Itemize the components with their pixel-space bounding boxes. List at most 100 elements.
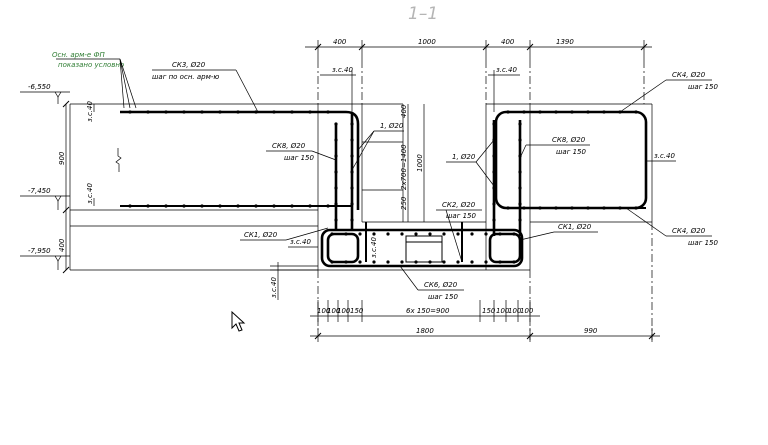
rebar-dot: [400, 260, 404, 264]
rebar-dot: [330, 260, 334, 264]
rebar-dot: [602, 206, 606, 210]
rebar-dot: [334, 170, 338, 174]
rebar-dot: [372, 260, 376, 264]
bottom-dim-9: 100: [520, 307, 534, 315]
sk4-bot-line1: СК4, Ø20: [672, 227, 706, 235]
rebar-dot: [330, 232, 334, 236]
rebar-dot: [272, 204, 276, 208]
rebar-dot: [400, 232, 404, 236]
note-line1: Осн. арм-е ФП: [52, 51, 105, 59]
bottom-dim-2: 100: [327, 307, 341, 315]
rebar-dot: [522, 206, 526, 210]
top-dim-2: 1000: [418, 38, 436, 46]
sk8-right-line1: СК8, Ø20: [552, 136, 586, 144]
rebar-dot: [518, 218, 522, 222]
top-dim-4: 1390: [556, 38, 574, 46]
rebar-dot: [290, 204, 294, 208]
rebar-dot: [254, 204, 258, 208]
rebar-dot: [492, 218, 496, 222]
concrete-outline: [69, 103, 653, 271]
rebar-dot: [350, 138, 354, 142]
rebar-dot: [428, 260, 432, 264]
zs40-top-right: з.с.40: [496, 66, 517, 74]
rebar-dot: [326, 204, 330, 208]
label-sk1-right: СК1, Ø20: [519, 223, 598, 241]
sk6-line2: шаг 150: [428, 293, 459, 301]
rebar-dot: [350, 154, 354, 158]
zs40-grillage-left: з.с.40: [370, 237, 378, 258]
rebar-dot: [498, 260, 502, 264]
sk1-left-text: СК1, Ø20: [244, 231, 278, 239]
zs40-left-mid: з.с.40: [86, 183, 94, 204]
rebar-dot: [484, 260, 488, 264]
rebar-dots: [128, 110, 638, 264]
rebar-dot: [554, 110, 558, 114]
left-dimensions: 900 400 з.с.40 з.с.40: [58, 101, 95, 274]
sk2-line2: шаг 150: [446, 212, 477, 220]
rebar-dot: [570, 206, 574, 210]
rebar-dot: [386, 260, 390, 264]
label-sk6: СК6, Ø20 шаг 150: [399, 265, 464, 301]
rebar-dot: [358, 232, 362, 236]
label-sk4-bottom: СК4, Ø20 шаг 150: [625, 207, 719, 247]
rebar-dot: [344, 260, 348, 264]
rebar-dot: [290, 110, 294, 114]
sk4-top-line2: шаг 150: [688, 83, 719, 91]
rebar-dot: [492, 202, 496, 206]
rebar-dot: [618, 206, 622, 210]
label-bar1-mid: 1, Ø20: [446, 139, 495, 187]
rebar-dot: [308, 204, 312, 208]
bottom-dim-8: 100: [508, 307, 522, 315]
rebar-dot: [344, 232, 348, 236]
rebar-dot: [456, 260, 460, 264]
zs40-top-left: з.с.40: [332, 66, 353, 74]
bottom-dimension-chain: 100 100 100 150 6x 150=900 150 100 100 1…: [310, 300, 660, 342]
sk8-left-line1: СК8, Ø20: [272, 142, 306, 150]
rebar-dot: [602, 110, 606, 114]
rebar-dot: [146, 204, 150, 208]
bottom-dim-6: 150: [482, 307, 496, 315]
rebar-dot: [414, 260, 418, 264]
rebar-dot: [236, 110, 240, 114]
label-bar1-top: 1, Ø20: [351, 122, 404, 171]
rebar-dot: [128, 110, 132, 114]
bar1-top-text: 1, Ø20: [380, 122, 404, 130]
rebar-dot: [182, 204, 186, 208]
inner-dim-1400: 2х700=1400: [400, 144, 408, 190]
rebar-dot: [492, 122, 496, 126]
rebar-dot: [586, 110, 590, 114]
rebar-dot: [512, 260, 516, 264]
sk8-left-line2: шаг 150: [284, 154, 315, 162]
label-sk2: СК2, Ø20 шаг 150: [436, 201, 482, 263]
rebar-dot: [334, 122, 338, 126]
rebar-dot: [254, 110, 258, 114]
rebar-dot: [506, 110, 510, 114]
zs40-left-top: з.с.40: [86, 101, 94, 122]
rebar-dot: [512, 232, 516, 236]
level-marks: -6,550 -7,450 -7,950: [20, 83, 70, 270]
sk3-line2: шаг по осн. арм-ю: [152, 73, 219, 81]
zs40-right: з.с.40: [654, 152, 675, 160]
rebar-dot: [518, 138, 522, 142]
rebar-dot: [634, 110, 638, 114]
rebar-dot: [334, 218, 338, 222]
sk4-bot-line2: шаг 150: [688, 239, 719, 247]
bar1-mid-text: 1, Ø20: [452, 153, 476, 161]
bottom-dim-7: 100: [496, 307, 510, 315]
rebar-dot: [518, 122, 522, 126]
level-mid: -7,450: [28, 187, 51, 195]
rebar-dot: [414, 232, 418, 236]
rebar-dot: [334, 154, 338, 158]
rebar-dot: [334, 202, 338, 206]
top-dimension-chain: 400 1000 400 1390: [305, 38, 652, 60]
rebar-dot: [538, 110, 542, 114]
sk2-line1: СК2, Ø20: [442, 201, 476, 209]
rebar-dot: [164, 110, 168, 114]
rebar-dot: [182, 110, 186, 114]
rebar-dot: [470, 232, 474, 236]
rebar-dot: [358, 260, 362, 264]
level-top: -6,550: [28, 83, 51, 91]
rebar-dot: [554, 206, 558, 210]
rebar-dot: [350, 122, 354, 126]
rebar-dot: [334, 186, 338, 190]
